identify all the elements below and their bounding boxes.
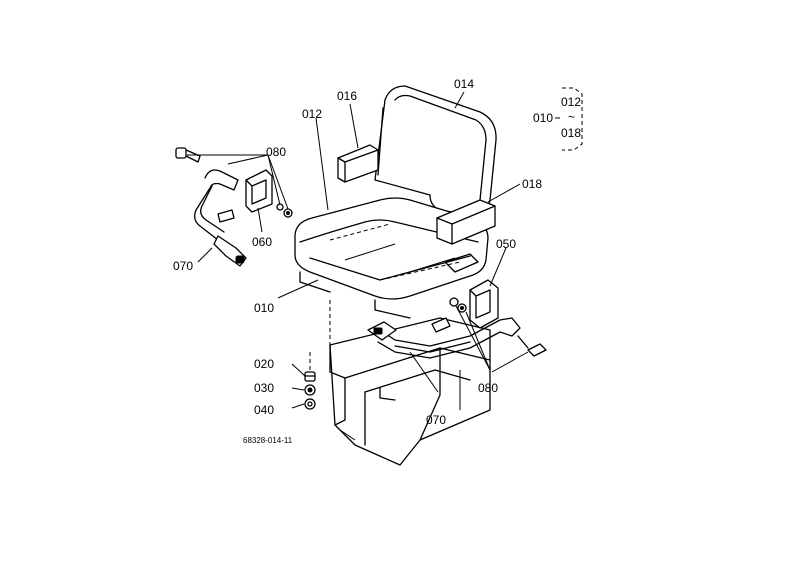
label-016: 016 bbox=[337, 89, 357, 103]
label-080-right: 080 bbox=[478, 381, 498, 395]
label-080-left: 080 bbox=[266, 145, 286, 159]
label-012-bracket: 012 bbox=[561, 95, 581, 109]
label-070-left: 070 bbox=[173, 259, 193, 273]
label-014: 014 bbox=[454, 77, 474, 91]
drawing-number: 68328-014-11 bbox=[243, 436, 293, 445]
label-020: 020 bbox=[254, 357, 274, 371]
label-010-main: 010 bbox=[254, 301, 274, 315]
seat-belt-right bbox=[367, 247, 547, 393]
bolt-right bbox=[517, 335, 547, 357]
adjust-lever bbox=[444, 253, 479, 273]
label-012: 012 bbox=[302, 107, 322, 121]
seat-base-frame bbox=[329, 317, 491, 466]
label-018-bracket: 018 bbox=[561, 126, 581, 140]
label-050: 050 bbox=[496, 237, 516, 251]
bracket-050 bbox=[469, 279, 499, 329]
washers-080-right bbox=[449, 297, 467, 313]
bracket-060 bbox=[245, 169, 273, 213]
label-040: 040 bbox=[254, 403, 274, 417]
washers-080-left bbox=[276, 203, 293, 218]
label-010-bracket: 010 bbox=[533, 111, 553, 125]
part-group-note bbox=[555, 87, 583, 151]
seat-belt-left bbox=[175, 147, 293, 267]
armrest-left bbox=[337, 144, 379, 183]
armrest-right bbox=[436, 199, 496, 245]
label-tilde: ~ bbox=[568, 110, 575, 124]
seat-assembly bbox=[294, 85, 497, 466]
bolt-left-top bbox=[175, 147, 201, 163]
label-060: 060 bbox=[252, 235, 272, 249]
label-030: 030 bbox=[254, 381, 274, 395]
leader-lines bbox=[277, 91, 521, 409]
label-070-right: 070 bbox=[426, 413, 446, 427]
label-018: 018 bbox=[522, 177, 542, 191]
seat-backrest bbox=[374, 85, 497, 216]
fasteners-stack bbox=[304, 352, 316, 410]
